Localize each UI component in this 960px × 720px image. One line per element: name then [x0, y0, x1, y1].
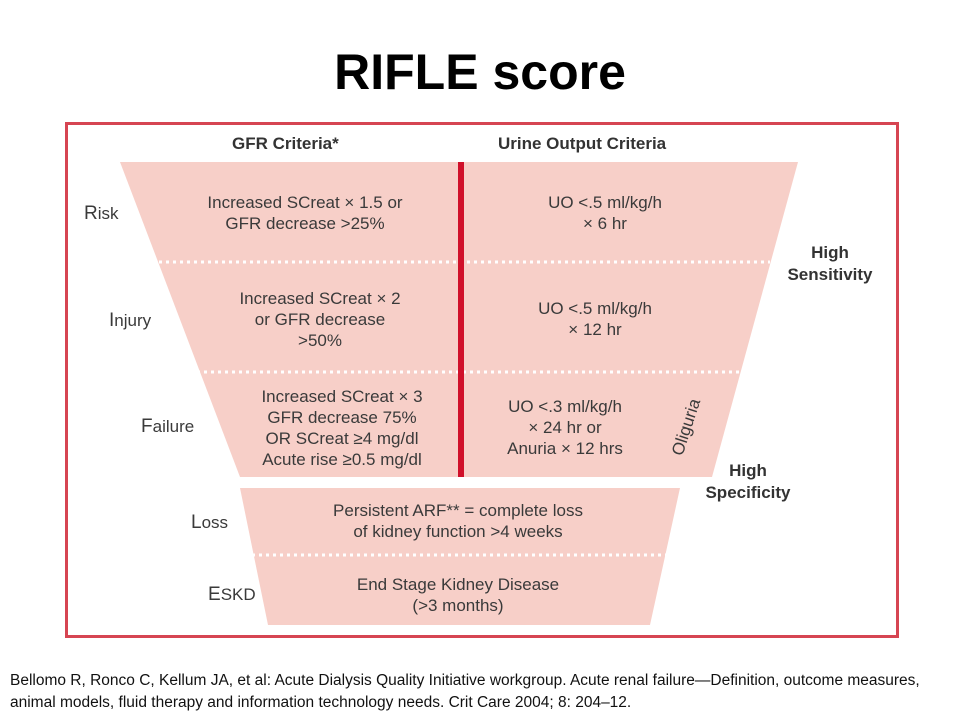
gfr-criteria-header: GFR Criteria*: [232, 134, 339, 153]
citation: Bellomo R, Ronco C, Kellum JA, et al: Ac…: [10, 672, 920, 711]
diagram-frame: [65, 122, 899, 638]
injury-uo-criteria: UO <.5 ml/kg/h× 12 hr: [538, 299, 652, 339]
slide-title: RIFLE score: [334, 44, 626, 100]
urine-output-header: Urine Output Criteria: [498, 134, 667, 153]
risk-uo-criteria: UO <.5 ml/kg/h× 6 hr: [548, 193, 662, 233]
eskd-criteria: End Stage Kidney Disease(>3 months): [356, 575, 560, 615]
lower-funnel: [240, 488, 680, 625]
stage-injury-label: Injury: [109, 310, 152, 331]
stage-loss-label: Loss: [191, 512, 229, 533]
stage-eskd-label: ESKD: [208, 584, 256, 605]
stage-failure-label: Failure: [141, 416, 195, 437]
stage-risk-label: Risk: [84, 203, 119, 224]
